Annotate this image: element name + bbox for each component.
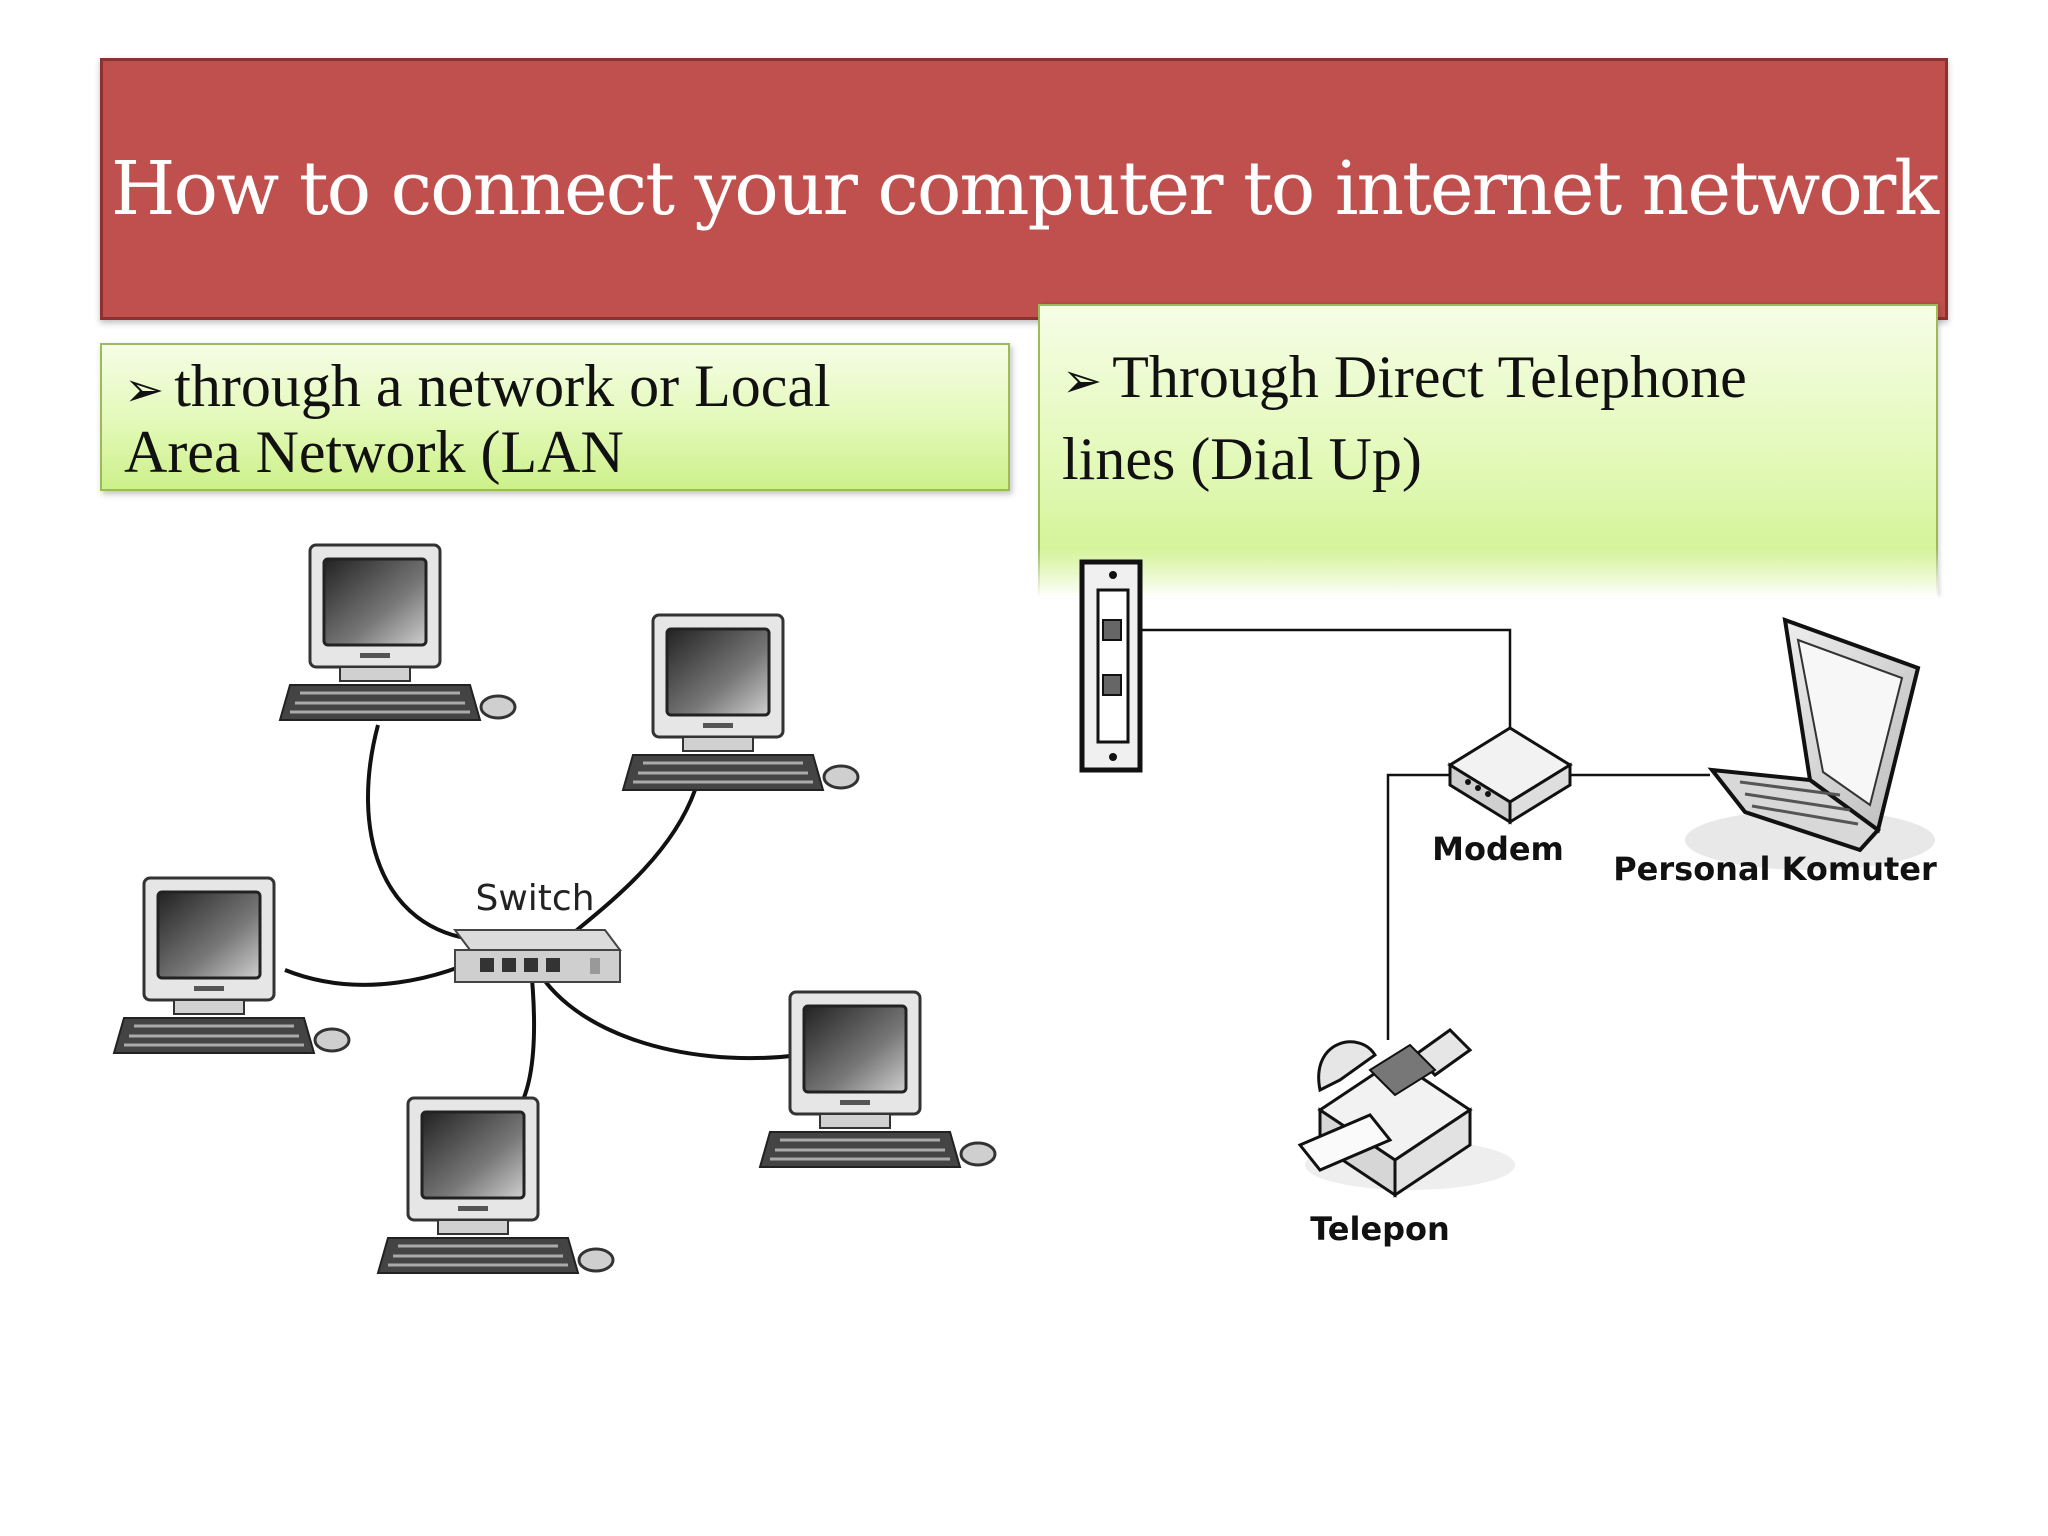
modem-label: Modem [1432, 830, 1564, 868]
lan-computer-right [758, 990, 997, 1169]
network-switch [453, 929, 622, 983]
dialup-bullet-box: ➢Through Direct Telephone lines (Dial Up… [1038, 304, 1938, 596]
dialup-wires [1140, 628, 1710, 1040]
slide-title: How to connect your computer to internet… [110, 146, 1939, 232]
dialup-box-fade [1038, 548, 1938, 598]
wall-jack [1079, 559, 1143, 773]
lan-computer-top [278, 543, 517, 722]
dialup-bullet-line-2: lines (Dial Up) [1062, 426, 1422, 492]
dialup-diagram: Modem Personal Komuter Telepon [1079, 559, 1937, 1248]
lan-diagram: Switch [112, 543, 997, 1275]
lan-computer-top-right [621, 613, 860, 792]
telephone-device [1297, 1028, 1515, 1198]
lan-bullet-text-1: through a network or Local [174, 353, 831, 419]
arrow-bullet-icon: ➢ [124, 362, 165, 418]
title-banner: How to connect your computer to internet… [100, 58, 1948, 320]
telephone-label: Telepon [1310, 1210, 1450, 1248]
lan-bullet-line-1: ➢through a network or Local [124, 355, 986, 421]
dialup-bullet-line-1: ➢Through Direct Telephone [1062, 338, 1914, 420]
lan-computer-left [112, 876, 351, 1055]
lan-bullet-box: ➢through a network or Local Area Network… [100, 343, 1010, 491]
personal-computer-label: Personal Komuter [1613, 850, 1937, 888]
dialup-bullet-text-1: Through Direct Telephone [1112, 344, 1747, 410]
lan-computer-bottom [376, 1096, 615, 1275]
modem-device [1447, 726, 1573, 825]
lan-bullet-line-2: Area Network (LAN [124, 419, 624, 485]
arrow-bullet-icon: ➢ [1062, 353, 1103, 409]
laptop-device [1685, 616, 1935, 870]
switch-label: Switch [475, 878, 594, 919]
